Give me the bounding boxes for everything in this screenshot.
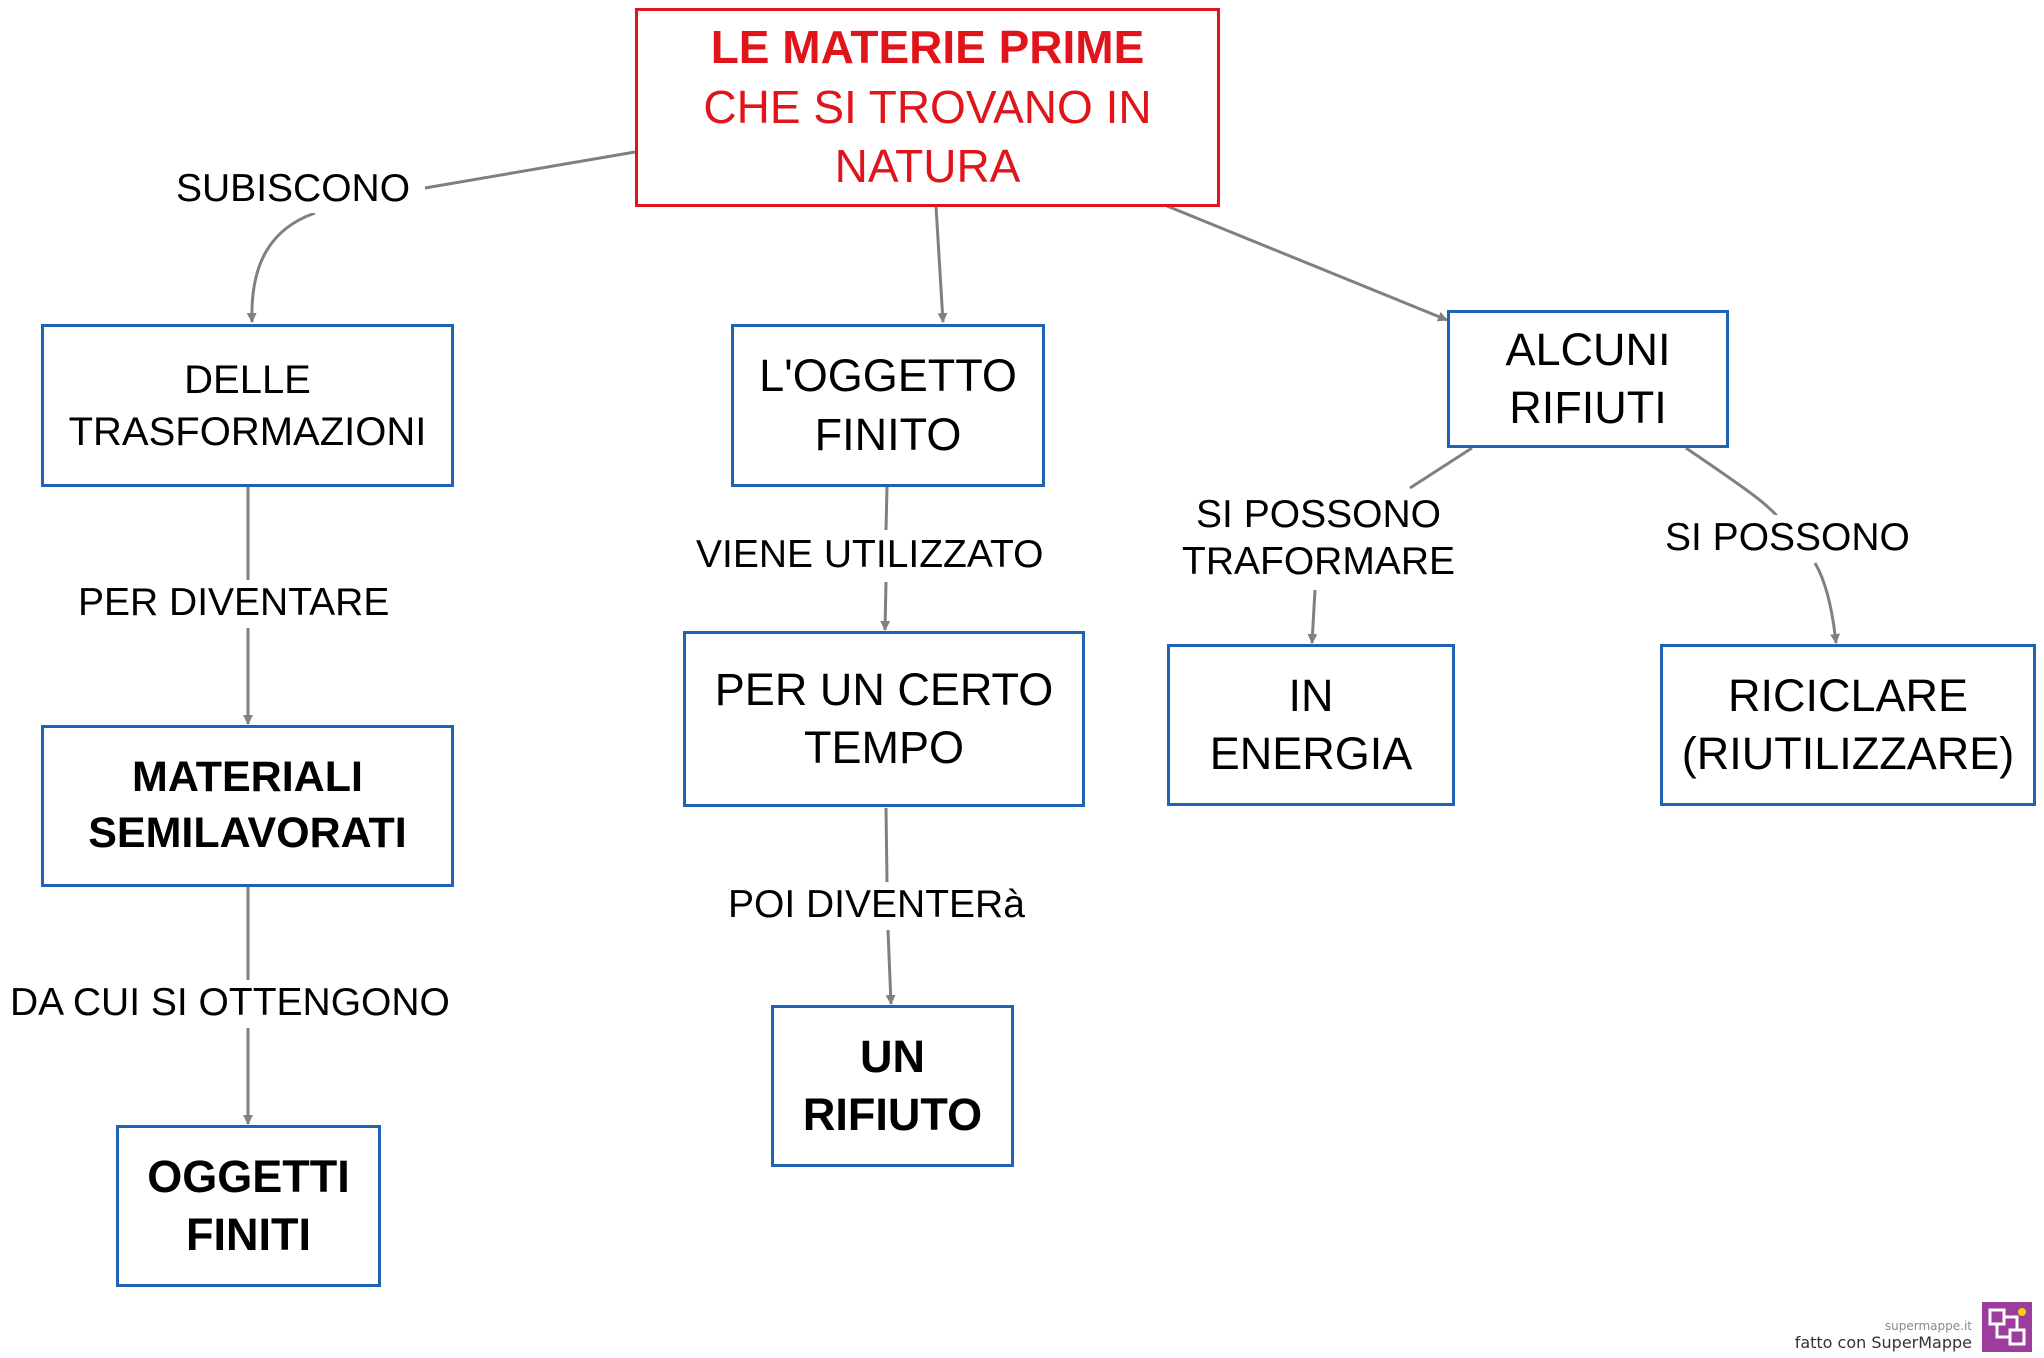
edge-certo-tempo-to-poi-diventera [884, 807, 889, 883]
node-riciclare-line1: RICICLARE [1727, 669, 1969, 721]
label-viene-utilizzato: VIENE UTILIZZATO [696, 532, 1044, 579]
label-si-possono-trasformare-line1: SI POSSONO [1196, 493, 1441, 536]
node-delle-trasformazioni: DELLE TRASFORMAZIONI [41, 324, 454, 487]
node-oggetti-finiti-line2: FINITI [186, 1209, 311, 1260]
label-si-possono-trasformare: SI POSSONO TRAFORMARE [1182, 492, 1455, 586]
root-title-line1: LE MATERIE PRIME [710, 20, 1145, 73]
label-si-possono: SI POSSONO [1665, 515, 1910, 562]
node-un-rifiuto-line1: UN [860, 1030, 925, 1082]
label-si-possono-trasformare-line2: TRAFORMARE [1182, 539, 1455, 583]
root-node-materie-prime: LE MATERIE PRIME CHE SI TROVANO IN NATUR… [635, 8, 1220, 207]
node-oggetto-finito-line2: FINITO [814, 408, 962, 460]
edge-poi-diventera-to-rifiuto [885, 929, 896, 1005]
watermark-text: supermappe.it fatto con SuperMappe [1795, 1319, 1972, 1352]
node-delle-trasformazioni-line1: DELLE [184, 357, 311, 402]
node-un-rifiuto-line2: RIFIUTO [802, 1089, 983, 1140]
label-per-diventare: PER DIVENTARE [78, 580, 390, 627]
node-per-un-certo-tempo-line1: PER UN CERTO [714, 663, 1054, 715]
edge-root-to-subiscono [424, 150, 636, 190]
edge-alcuni-rifiuti-to-si-possono-trasformare [1409, 446, 1473, 490]
edge-si-possono-trasformare-to-energia [1307, 589, 1318, 644]
node-alcuni-rifiuti-line2: RIFIUTI [1509, 382, 1667, 433]
label-poi-diventera: POI DIVENTERà [728, 882, 1025, 929]
node-oggetti-finiti: OGGETTI FINITI [116, 1125, 381, 1287]
node-delle-trasformazioni-line2: TRASFORMAZIONI [68, 409, 427, 454]
edge-root-to-alcuni-rifiuti [1166, 204, 1448, 322]
watermark-site: supermappe.it [1884, 1319, 1972, 1333]
node-materiali-semilavorati-line1: MATERIALI [132, 753, 363, 802]
edge-si-possono-to-riciclare [1813, 562, 1841, 644]
edge-root-to-oggetto-finito [934, 205, 948, 323]
root-title-line2: CHE SI TROVANO IN [703, 80, 1152, 133]
node-per-un-certo-tempo: PER UN CERTO TEMPO [683, 631, 1085, 807]
node-per-un-certo-tempo-line2: TEMPO [803, 722, 964, 773]
label-da-cui-si-ottengono: DA CUI SI OTTENGONO [10, 980, 450, 1027]
node-alcuni-rifiuti-line1: ALCUNI [1505, 323, 1671, 375]
node-un-rifiuto: UN RIFIUTO [771, 1005, 1014, 1167]
label-subiscono: SUBISCONO [176, 166, 411, 213]
node-oggetto-finito: L'OGGETTO FINITO [731, 324, 1045, 487]
node-in-energia-line2: ENERGIA [1209, 728, 1413, 779]
node-in-energia: IN ENERGIA [1167, 644, 1455, 806]
node-riciclare: RICICLARE (RIUTILIZZARE) [1660, 644, 2036, 806]
node-oggetti-finiti-line1: OGGETTI [147, 1150, 350, 1202]
node-alcuni-rifiuti: ALCUNI RIFIUTI [1447, 310, 1729, 448]
edge-viene-utilizzato-to-certo-tempo [880, 581, 891, 631]
supermappe-watermark: supermappe.it fatto con SuperMappe [1795, 1302, 2032, 1352]
node-in-energia-line1: IN [1288, 669, 1334, 721]
edge-oggetto-finito-to-viene-utilizzato [884, 486, 889, 531]
edge-subiscono-to-trasformazioni [246, 211, 316, 323]
watermark-made-with: fatto con SuperMappe [1794, 1333, 1972, 1352]
node-materiali-semilavorati-line2: SEMILAVORATI [88, 809, 407, 857]
node-riciclare-line2: (RIUTILIZZARE) [1681, 728, 2015, 779]
node-materiali-semilavorati: MATERIALI SEMILAVORATI [41, 725, 454, 887]
node-oggetto-finito-line1: L'OGGETTO [759, 350, 1017, 401]
root-title-line3: NATURA [834, 140, 1021, 193]
supermappe-logo-icon [1982, 1302, 2032, 1352]
edge-alcuni-rifiuti-to-si-possono [1685, 446, 1782, 521]
